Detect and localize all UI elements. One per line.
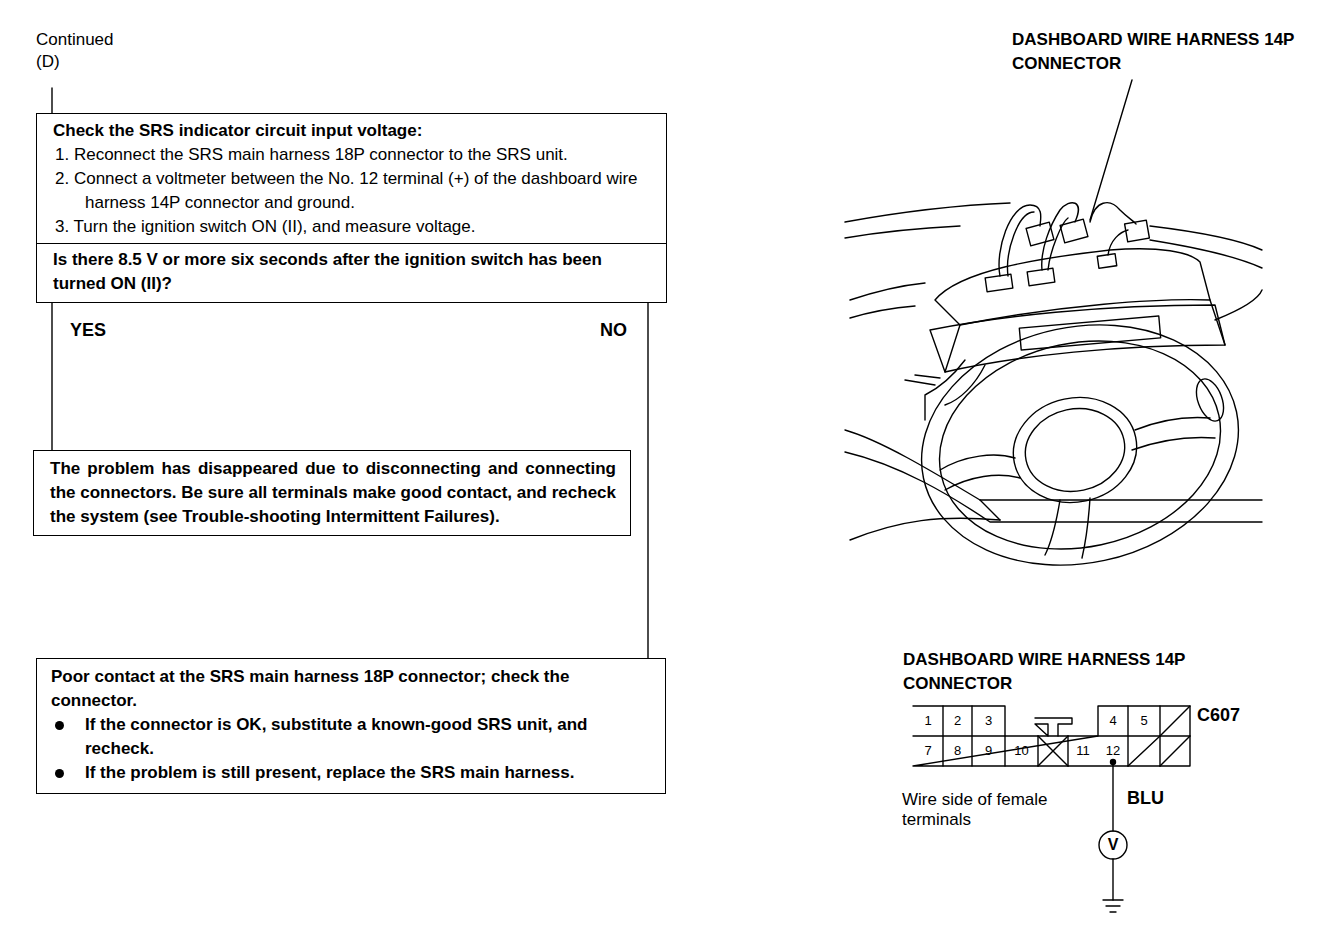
connector-face <box>913 706 1190 766</box>
pin-number: 9 <box>985 741 992 761</box>
meter-symbol: V <box>1108 835 1119 855</box>
label: Continued <box>36 30 114 50</box>
label: (D) <box>36 52 60 72</box>
box-text: If the problem is still present, replace… <box>51 761 651 785</box>
pin-number: 5 <box>1140 711 1147 731</box>
wire-color: BLU <box>1127 788 1164 808</box>
pin-number: 1 <box>924 711 931 731</box>
box-heading: The problem has disappeared due to disco… <box>50 457 616 529</box>
branch-label: NO <box>598 319 629 341</box>
label: C607 <box>1197 705 1240 725</box>
box-heading: Poor contact at the SRS main harness 18P… <box>51 665 651 713</box>
decision-box: Is there 8.5 V or more six seconds after… <box>36 243 667 303</box>
pin-number: 2 <box>954 711 961 731</box>
voltmeter-circuit <box>1099 760 1127 913</box>
box-heading: Is there 8.5 V or more six seconds after… <box>53 248 652 296</box>
leader-line <box>1090 80 1132 220</box>
pin-number: 11 <box>1076 741 1090 761</box>
box-text: 1. Reconnect the SRS main harness 18P co… <box>53 143 652 167</box>
result-box: Poor contact at the SRS main harness 18P… <box>36 658 666 794</box>
flow-line <box>51 88 52 113</box>
pin-number: 4 <box>1109 711 1116 731</box>
result-box: The problem has disappeared due to disco… <box>33 450 631 536</box>
box-text: If the connector is OK, substitute a kno… <box>51 713 651 761</box>
box-heading: Check the SRS indicator circuit input vo… <box>53 119 652 143</box>
box-text: 3. Turn the ignition switch ON (II), and… <box>53 215 652 239</box>
flow-line <box>647 303 648 659</box>
process-box: Check the SRS indicator circuit input vo… <box>36 113 667 244</box>
pin-number: 3 <box>985 711 992 731</box>
bullet-dot <box>55 769 64 778</box>
flow-line <box>51 303 52 451</box>
branch-label: YES <box>68 319 108 341</box>
label: DASHBOARD WIRE HARNESS 14P CONNECTOR <box>903 648 1218 696</box>
label: Wire side of female terminals <box>902 790 1107 830</box>
pin-number: 8 <box>954 741 961 761</box>
box-text: 2. Connect a voltmeter between the No. 1… <box>53 167 652 215</box>
dashboard-drawing <box>845 203 1262 594</box>
bullet-dot <box>55 721 64 730</box>
pin-number: 7 <box>924 741 931 761</box>
pin-number: 12 <box>1106 741 1120 761</box>
pin-number: 10 <box>1014 741 1028 761</box>
label: DASHBOARD WIRE HARNESS 14P CONNECTOR <box>1012 28 1327 76</box>
